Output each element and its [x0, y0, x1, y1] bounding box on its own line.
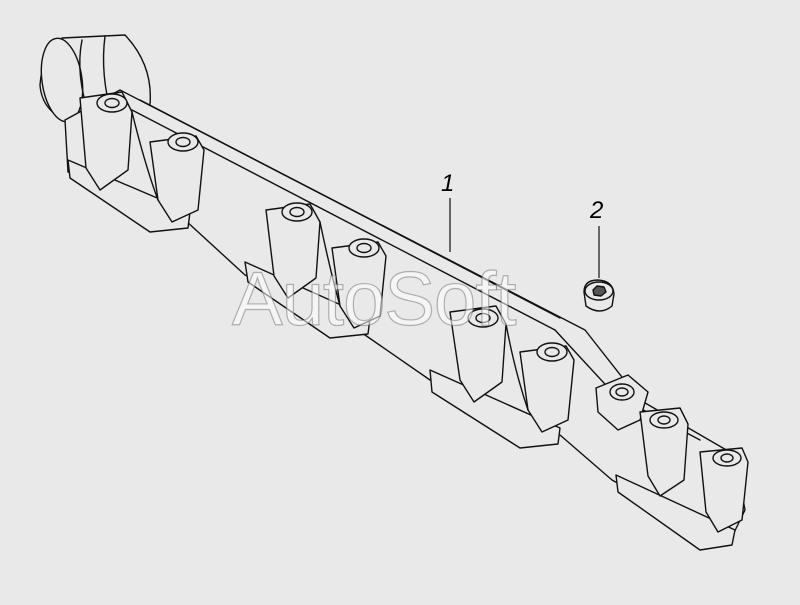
port-flange-1: [67, 91, 205, 233]
plug-part-2: [583, 279, 615, 312]
callout-1-label: 1: [441, 170, 455, 197]
sensor-boss: [595, 374, 649, 431]
port-flange-3: [429, 305, 575, 449]
port-flange-2: [244, 202, 387, 339]
callout-2-label: 2: [590, 197, 604, 224]
port-flange-4: [615, 407, 749, 551]
